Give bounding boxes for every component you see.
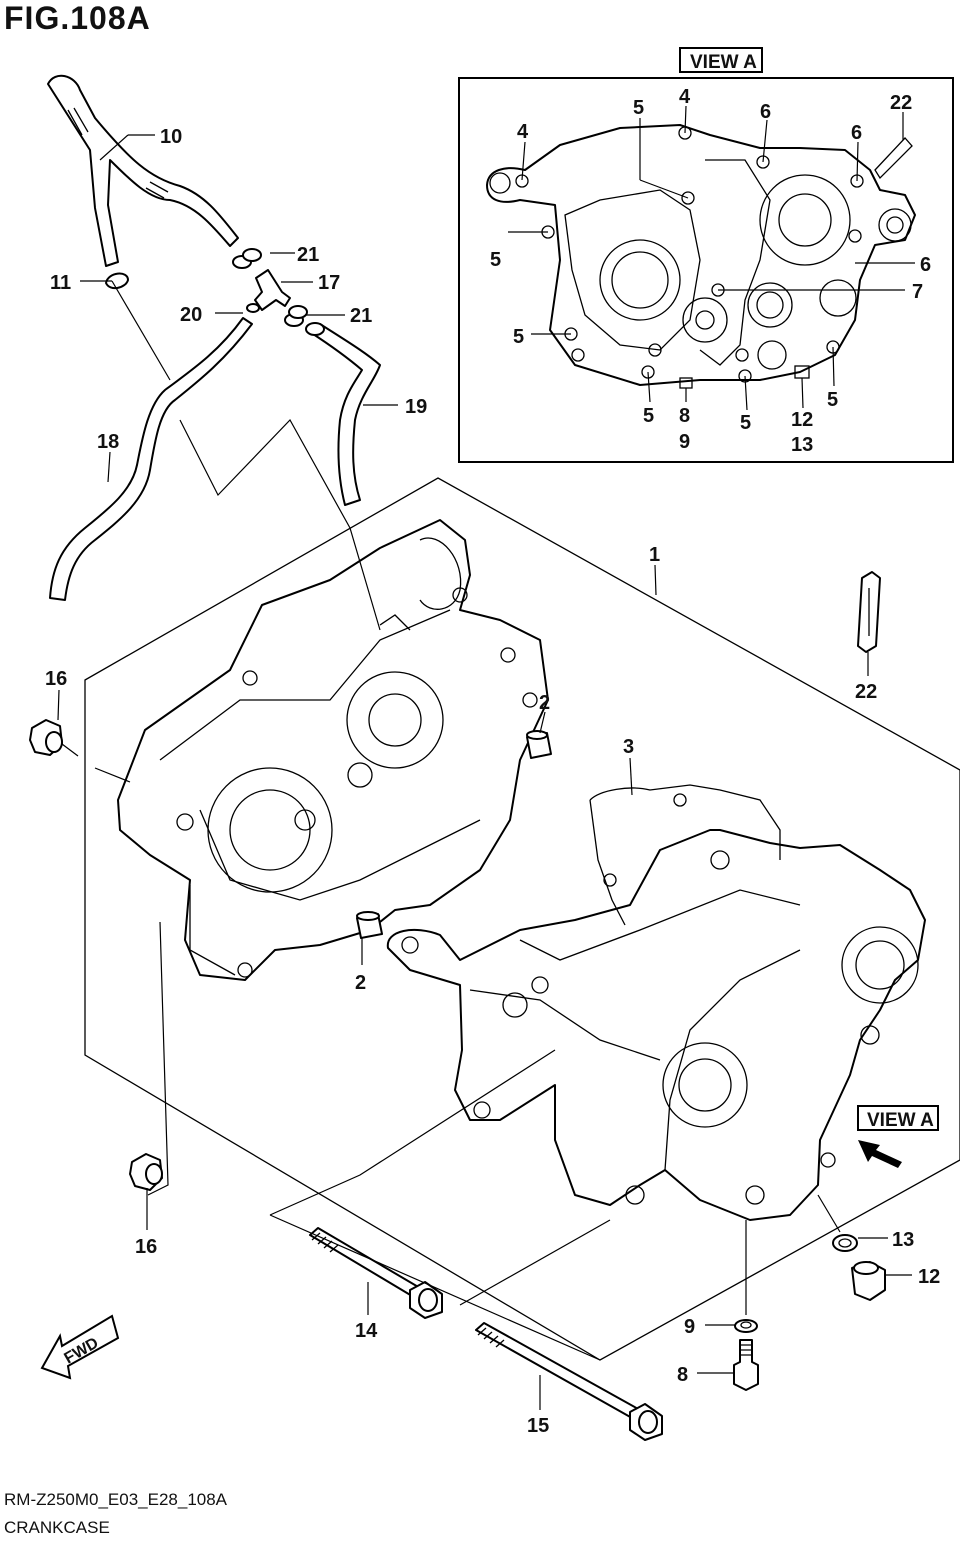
hose-19: [305, 322, 381, 506]
callout-4-top: 4: [679, 86, 691, 108]
view-a-inset-label: VIEW A: [690, 52, 757, 73]
view-a-crankcase-outline: [486, 124, 916, 389]
callout-5-lowleft: 5: [513, 326, 524, 348]
figure-title: FIG.108A: [4, 0, 151, 36]
callout-6-mid: 6: [851, 122, 862, 144]
callout-13-inset: 13: [791, 434, 813, 456]
callout-3: 3: [623, 736, 634, 758]
bracket-22: [857, 571, 881, 653]
washer-9: [734, 1319, 758, 1333]
callout-9: 9: [684, 1316, 695, 1338]
fwd-arrow: FWD: [40, 1314, 120, 1380]
view-a-pointer-arrow: [858, 1140, 902, 1168]
drawing-code: RM-Z250M0_E03_E28_108A: [4, 1490, 228, 1509]
view-a-pointer-label-box: [857, 1105, 939, 1131]
callout-12-inset: 12: [791, 409, 813, 431]
drawing-name: CRANKCASE: [4, 1518, 110, 1537]
callout-18: 18: [97, 431, 119, 453]
callout-2-upper: 2: [539, 692, 550, 714]
callout-5-right: 5: [827, 389, 838, 411]
right-crankcase-half: [386, 784, 926, 1221]
view-a-leaders: [508, 105, 915, 411]
nut-upper: [29, 719, 63, 756]
callout-9-inset: 9: [679, 431, 690, 453]
view-a-pointer-label: VIEW A: [867, 1110, 934, 1131]
callout-20: 20: [180, 304, 202, 326]
callout-15: 15: [527, 1415, 549, 1437]
callout-6-left: 6: [760, 101, 771, 123]
nut-lower: [129, 1153, 163, 1191]
callout-5-bottom1: 5: [643, 405, 654, 427]
left-crankcase-half: [117, 519, 549, 981]
main-leaders: [57, 134, 912, 1410]
gasket-13: [832, 1234, 858, 1252]
callout-16-upper: 16: [45, 668, 67, 690]
callout-16-lower: 16: [135, 1236, 157, 1258]
callout-1: 1: [649, 544, 660, 566]
callout-7: 7: [912, 281, 923, 303]
callout-22-inset: 22: [890, 92, 912, 114]
dowel-pin-lower: [356, 911, 383, 939]
dowel-pin-upper: [526, 730, 552, 759]
callout-11: 11: [50, 272, 71, 294]
callout-14: 14: [355, 1320, 378, 1342]
callout-5-bottom2: 5: [740, 412, 751, 434]
callout-4-left: 4: [517, 121, 529, 143]
assembly-bracket-frame: [84, 477, 960, 1361]
view-a-inset-frame: [458, 77, 954, 463]
plug-12: [851, 1261, 886, 1301]
bolt-8: [733, 1339, 759, 1391]
bolt-15: [475, 1322, 663, 1441]
callout-2-lower: 2: [355, 972, 366, 994]
callout-10: 10: [160, 126, 182, 148]
callout-6-right: 6: [920, 254, 931, 276]
hose-10: [47, 74, 239, 267]
callout-22: 22: [855, 681, 877, 703]
callout-5-left: 5: [490, 249, 501, 271]
callout-5-top: 5: [633, 97, 644, 119]
hose-18: [49, 317, 253, 601]
callout-17: 17: [318, 272, 340, 294]
view-a-inset-label-box: [679, 47, 763, 73]
callout-8-inset: 8: [679, 405, 690, 427]
callout-13: 13: [892, 1229, 914, 1251]
callout-19: 19: [405, 396, 427, 418]
callout-21-upper: 21: [297, 244, 319, 266]
callout-12: 12: [918, 1266, 940, 1288]
callout-21-lower: 21: [350, 305, 372, 327]
clamps: [105, 248, 308, 327]
callout-8: 8: [677, 1364, 688, 1386]
callouts: 10 11 21 17 20 21 19 18 4 5 4 6 6 22 5 6…: [45, 86, 940, 1437]
joint-17: [254, 269, 291, 311]
